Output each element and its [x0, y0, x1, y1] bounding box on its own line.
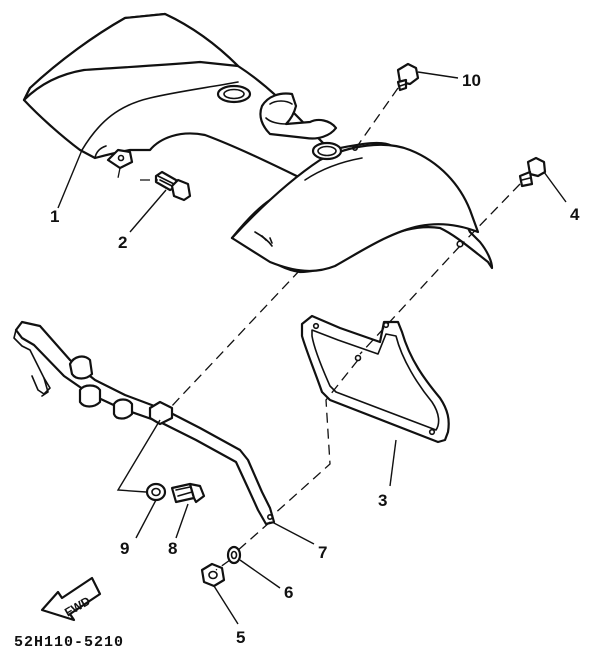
rear-fender-part: [22, 12, 494, 274]
bracket-stay-part: [13, 320, 276, 526]
callout-6: 6: [284, 583, 293, 602]
callout-4: 4: [570, 205, 580, 224]
screw-10-part: [396, 62, 420, 92]
bolt-8-part: [170, 482, 206, 504]
callout-9: 9: [120, 539, 129, 558]
callout-2: 2: [118, 233, 127, 252]
forward-direction-arrow: FWD: [40, 576, 102, 622]
screw-4-part: [518, 156, 547, 188]
callout-labels: 1 2 3 4 5 6 7 8 9 10: [50, 71, 580, 647]
nut-5-part: [200, 562, 226, 588]
callout-8: 8: [168, 539, 177, 558]
assembly-lines: [117, 87, 521, 571]
callout-5: 5: [236, 628, 245, 647]
callout-10: 10: [462, 71, 481, 90]
bolt-2-part: [154, 170, 192, 202]
callout-3: 3: [378, 491, 387, 510]
nut-9-part: [145, 482, 167, 502]
mud-flap-part: [300, 314, 450, 444]
washer-6-part: [226, 545, 242, 565]
callout-7: 7: [318, 543, 327, 562]
drawing-code: 52H110-5210: [14, 634, 124, 651]
callout-1: 1: [50, 207, 59, 226]
leader-lines: [57, 71, 567, 625]
